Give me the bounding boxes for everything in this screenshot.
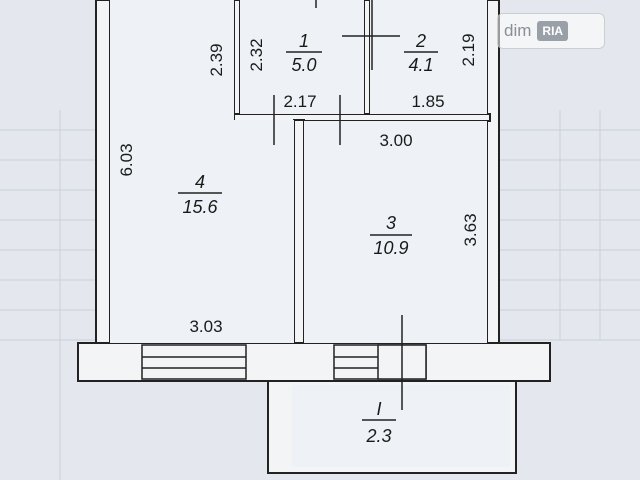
balcony-number: I [376, 399, 381, 419]
room-3-label: 3 10.9 [373, 213, 408, 258]
dimension-ticks [273, 0, 403, 410]
watermark-text: dim [504, 21, 532, 40]
dim-2-17: 2.17 [283, 92, 316, 111]
dim-2-19: 2.19 [459, 33, 478, 66]
room-interiors [110, 0, 510, 467]
room-2-number: 2 [415, 31, 426, 51]
dim-2-39: 2.39 [207, 43, 226, 76]
room-label-rules [178, 51, 438, 421]
dim-3-63: 3.63 [461, 213, 480, 246]
balcony-label: I 2.3 [365, 399, 391, 446]
dim-2-32: 2.32 [247, 38, 266, 71]
room-1-area: 5.0 [291, 55, 316, 75]
room-1-label: 1 5.0 [291, 31, 316, 75]
balcony-area: 2.3 [365, 426, 391, 446]
dim-1-85: 1.85 [411, 92, 444, 111]
dimension-labels: 2.39 2.32 2.17 1.85 2.19 6.03 3.00 3.63 … [117, 33, 480, 336]
room-2-area: 4.1 [408, 55, 433, 75]
room-1-number: 1 [299, 31, 309, 51]
room-2-label: 2 4.1 [408, 31, 433, 75]
dim-6-03: 6.03 [117, 143, 136, 176]
dimria-watermark: dim RIA [497, 13, 605, 49]
watermark-badge: RIA [537, 21, 569, 41]
room-3-number: 3 [386, 213, 396, 233]
dim-3-00: 3.00 [379, 131, 412, 150]
room-4-label: 4 15.6 [182, 172, 218, 217]
room-4-number: 4 [195, 172, 205, 192]
room-4-area: 15.6 [182, 197, 218, 217]
dim-3-03: 3.03 [189, 317, 222, 336]
room-3-area: 10.9 [373, 238, 408, 258]
